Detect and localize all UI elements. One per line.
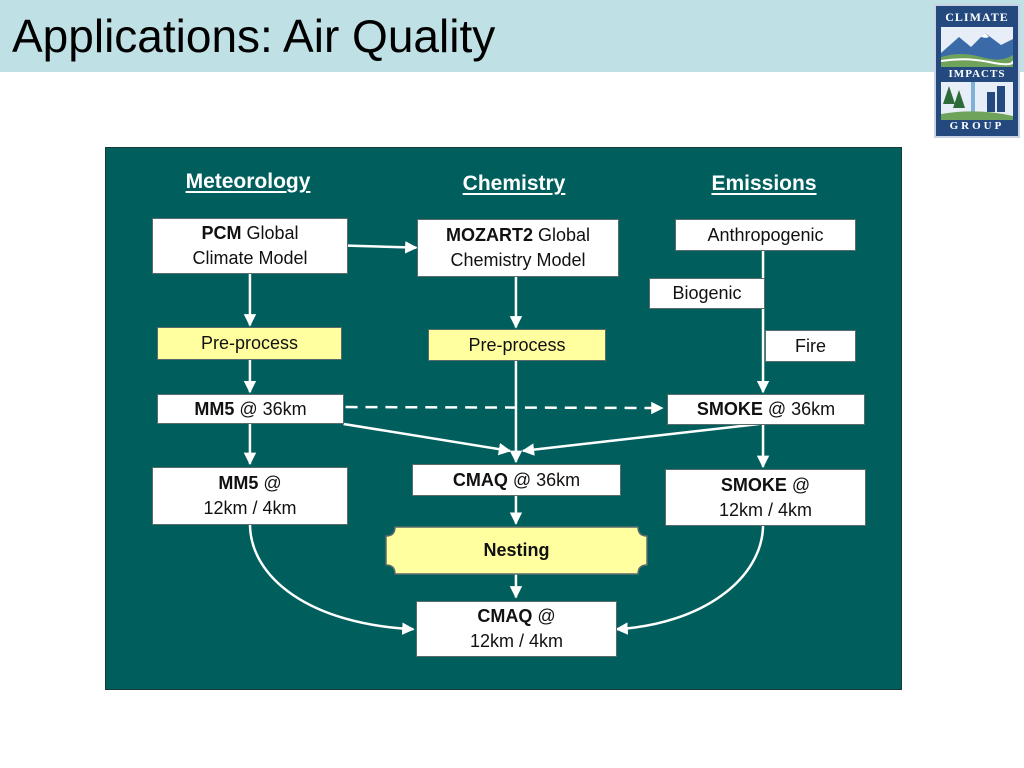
- fire-box: Fire: [765, 330, 856, 362]
- mm5-36km: MM5 @ 36km: [157, 394, 344, 424]
- arrow-smoke-to-cmaq36: [521, 422, 760, 456]
- diagram-connectors: [243, 241, 770, 635]
- nesting-shape: [385, 526, 648, 575]
- arrow-mm5-nested-to-cmaq12: [248, 523, 415, 635]
- mm5-12km-4km: MM5 @12km / 4km: [152, 467, 348, 525]
- preprocess-chemistry: Pre-process: [428, 329, 606, 361]
- anthropogenic-box: Anthropogenic: [675, 219, 856, 251]
- mm5-12-label: MM5: [218, 473, 259, 493]
- pcm-line2: Climate Model: [192, 248, 308, 268]
- cmaq-36-label: CMAQ: [452, 469, 508, 490]
- trees-city-icon: [941, 82, 1013, 120]
- mm5-12-text: @: [258, 473, 282, 493]
- slide-title: Applications: Air Quality: [12, 10, 496, 62]
- mozart2-line2: Chemistry Model: [450, 250, 586, 270]
- preprocess-chem-label: Pre-process: [468, 334, 566, 355]
- cmaq-12km-4km: CMAQ @12km / 4km: [416, 601, 617, 657]
- nesting-step: Nesting: [385, 526, 648, 575]
- preprocess-met-label: Pre-process: [200, 333, 299, 353]
- smoke-36-text: @ 36km: [762, 399, 836, 419]
- pcm-label: PCM: [201, 223, 242, 243]
- cmaq-12-label: CMAQ: [477, 606, 533, 626]
- arrow-pcm-to-mozart2: [347, 241, 418, 254]
- heading-chemistry: Chemistry: [462, 172, 566, 195]
- preprocess-meteorology: Pre-process: [157, 327, 342, 360]
- cmaq-12-text: @: [532, 606, 556, 626]
- logo-line-1: CLIMATE: [945, 10, 1009, 24]
- pcm-text: Global: [241, 223, 299, 243]
- cmaq-36-text: @ 36km: [507, 469, 581, 490]
- smoke-36km: SMOKE @ 36km: [667, 394, 865, 425]
- cmaq-36km: CMAQ @ 36km: [412, 464, 621, 496]
- smoke-12-text: @: [786, 474, 811, 495]
- mountain-landscape-icon: [941, 27, 1013, 67]
- fire-label: Fire: [795, 335, 826, 356]
- mm5-12-line2: 12km / 4km: [203, 498, 297, 518]
- mm5-36-text: @ 36km: [234, 398, 307, 419]
- smoke-12km-4km: SMOKE @12km / 4km: [665, 469, 866, 526]
- biogenic-box: Biogenic: [649, 278, 765, 309]
- nesting-label: Nesting: [483, 540, 550, 560]
- mozart2-label: MOZART2: [445, 225, 533, 245]
- anthropogenic-label: Anthropogenic: [707, 224, 824, 245]
- logo-line-2: IMPACTS: [948, 68, 1006, 80]
- logo-line-3: GROUP: [949, 120, 1005, 132]
- smoke-36-label: SMOKE: [696, 399, 763, 419]
- arrow-mm5-to-cmaq36: [343, 422, 512, 456]
- heading-emissions: Emissions: [711, 172, 817, 195]
- cmaq-12-line2: 12km / 4km: [469, 631, 564, 651]
- biogenic-label: Biogenic: [672, 283, 742, 303]
- air-quality-flow-diagram: Meteorology Chemistry Emissions PCM Glob…: [105, 147, 902, 690]
- arrow-smoke-nested-to-cmaq12: [615, 524, 765, 635]
- smoke-12-label: SMOKE: [720, 474, 787, 495]
- climate-impacts-group-logo: CLIMATE IMPACTS GROUP: [934, 4, 1020, 138]
- mm5-36-label: MM5: [194, 398, 235, 419]
- dashed-arrow-mm5-to-smoke: [345, 401, 664, 415]
- mozart2-text: Global: [532, 225, 591, 245]
- heading-meteorology: Meteorology: [185, 170, 311, 193]
- smoke-12-line2: 12km / 4km: [718, 499, 813, 520]
- title-bar: Applications: Air Quality: [0, 0, 1024, 72]
